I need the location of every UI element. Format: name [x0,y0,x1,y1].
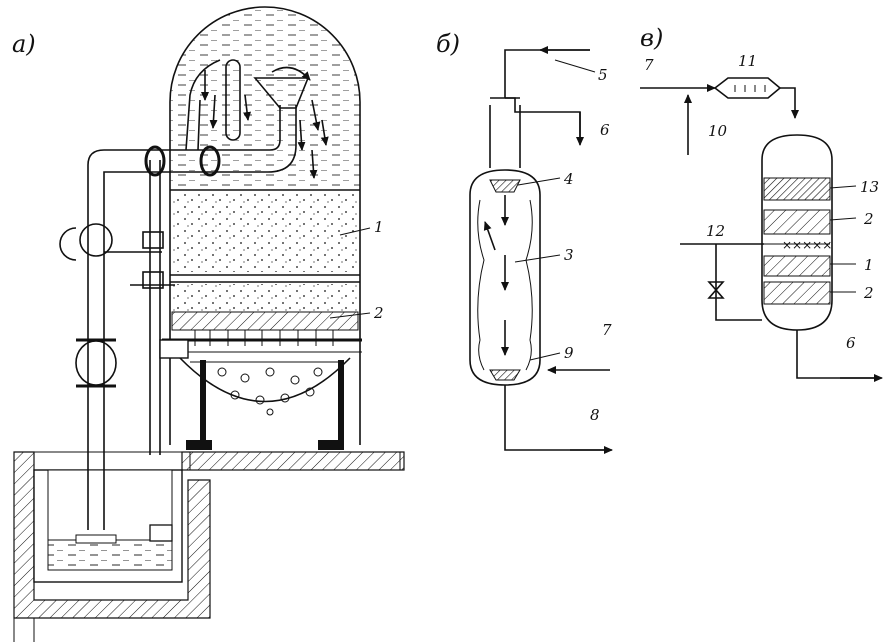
bottom-bubbles [217,367,323,416]
callout-b-4: 4 [563,170,574,188]
callout-b-5: 5 [598,66,608,84]
callout-b-3: 3 [564,246,574,264]
callout-c-1: 1 [864,256,874,274]
heat-exchanger-11 [713,77,782,99]
callout-c-13: 13 [860,178,879,196]
callout-b-7: 7 [602,321,612,339]
foundation [13,451,405,642]
panel-a-label: а) [12,30,36,58]
panel-c: в) ××××× 7 11 10 13 12 2 1 [640,24,883,382]
callout-c-2b: 2 [863,284,874,302]
bypass-line [715,244,762,321]
leader-a1 [339,227,371,236]
panel-b-label: б) [436,30,460,58]
inlet-distributor [144,59,329,179]
top-tube [489,97,521,168]
callout-b-9: 9 [564,344,574,362]
outlet-line [796,330,880,379]
callout-c-6: 6 [846,334,856,352]
reactor-column: ××××× [761,134,833,331]
support-column [130,160,175,455]
callout-b-8: 8 [590,406,600,424]
callout-c-10: 10 [708,122,728,140]
valve [707,281,725,299]
leader-a2 [329,312,371,319]
filter-vessel [159,6,362,450]
reactor-vessel [469,169,541,386]
callout-c-11: 11 [738,52,757,70]
callout-a-2: 2 [373,304,384,322]
callout-a-1: 1 [374,218,384,236]
svg-text:×××××: ××××× [782,238,832,252]
inlet-line-5 [504,49,590,98]
panel-c-label: в) [640,24,663,52]
callout-c-2a: 2 [863,210,874,228]
callout-b-6: 6 [600,121,610,139]
panel-b: б) 5 6 4 3 9 7 8 [436,30,613,454]
pump-pipes [59,149,162,544]
panel-a: а) [12,6,405,642]
callout-c-7: 7 [644,56,654,74]
line-6 [505,97,581,142]
callout-c-12: 12 [706,222,725,240]
